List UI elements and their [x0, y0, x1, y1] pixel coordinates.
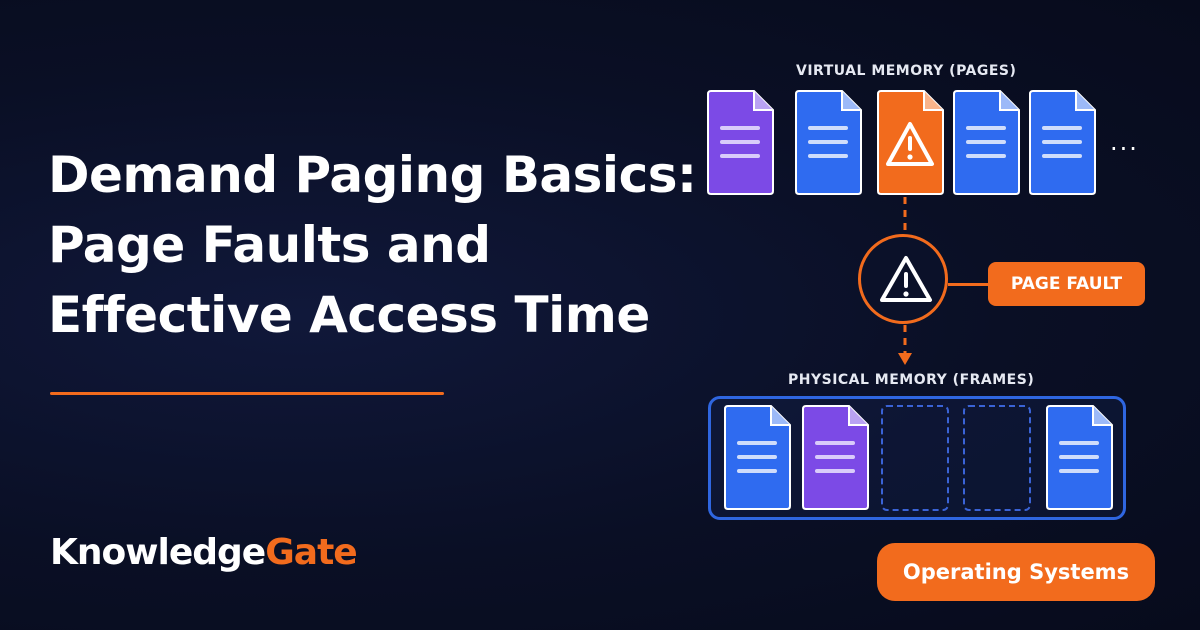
frame-1-doc-icon	[724, 405, 791, 510]
virtual-page-1-doc-icon	[707, 90, 774, 195]
frame-3-empty	[881, 405, 949, 511]
brand-name-part-1: Knowledge	[50, 532, 266, 573]
frame-2-doc-icon	[802, 405, 869, 510]
down-arrow-icon	[898, 353, 912, 365]
virtual-page-3-warning-doc-icon	[877, 90, 944, 195]
page-fault-connector	[898, 197, 912, 365]
brand-name-part-2: Gate	[265, 532, 357, 573]
virtual-page-5-doc-icon	[1029, 90, 1096, 195]
topic-tag: Operating Systems	[877, 543, 1155, 601]
title-underline	[50, 392, 444, 395]
virtual-pages-row	[706, 88, 1096, 198]
title-line-2: Page Faults and	[48, 216, 491, 274]
physical-memory-label: PHYSICAL MEMORY (FRAMES)	[788, 372, 1035, 388]
page-fault-circle	[858, 234, 948, 324]
page-fault-badge: PAGE FAULT	[988, 262, 1145, 306]
warning-triangle-icon	[880, 256, 932, 302]
brand-logo: KnowledgeGate	[50, 532, 358, 573]
virtual-memory-label: VIRTUAL MEMORY (PAGES)	[796, 63, 1017, 79]
title-line-1: Demand Paging Basics:	[48, 146, 697, 204]
virtual-page-4-doc-icon	[953, 90, 1020, 195]
page-fault-link-line	[948, 283, 990, 286]
more-pages-ellipsis: ...	[1110, 128, 1139, 156]
frame-5-doc-icon	[1046, 405, 1113, 510]
physical-frames-box	[708, 396, 1126, 520]
page-title: Demand Paging Basics: Page Faults and Ef…	[48, 140, 697, 350]
frame-4-empty	[963, 405, 1031, 511]
title-line-3: Effective Access Time	[48, 286, 650, 344]
virtual-page-2-doc-icon	[795, 90, 862, 195]
